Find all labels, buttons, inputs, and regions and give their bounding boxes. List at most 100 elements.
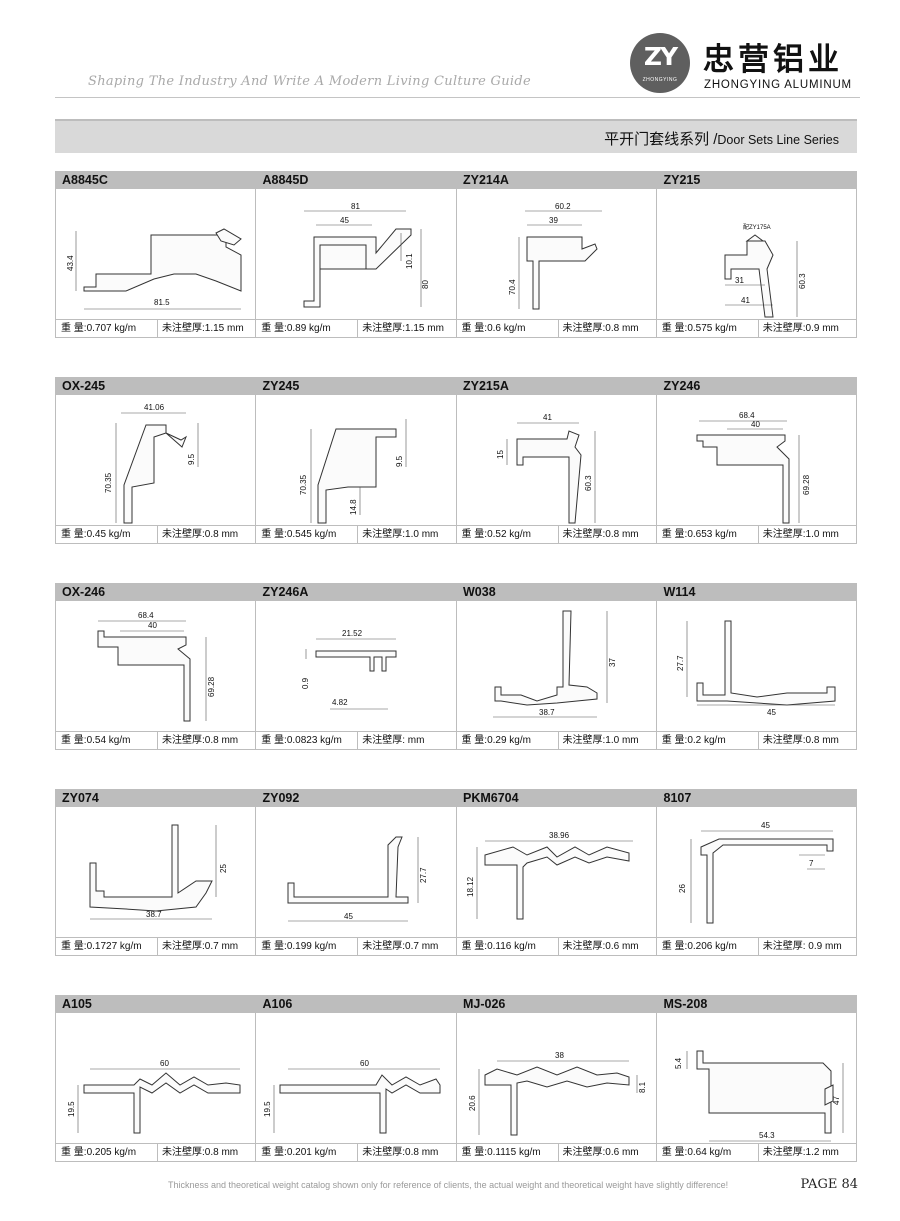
product-row-4: ZY074 ZY092 PKM6704 8107 25 38.7 27.7 45	[55, 789, 857, 956]
row-header: ZY074 ZY092 PKM6704 8107	[55, 789, 857, 807]
dim-label: 25	[219, 864, 228, 873]
profile-drawing-8107: 45 7 26	[678, 821, 834, 924]
product-code: 8107	[663, 791, 692, 805]
row-specs: 重 量:0.205 kg/m 未注壁厚:0.8 mm 重 量:0.201 kg/m…	[55, 1143, 857, 1162]
product-code: A8845C	[62, 173, 108, 187]
profile-drawing-ox-246: 68.4 40 69.28	[97, 611, 216, 722]
product-row-5: A105 A106 MJ-026 MS-208 60 19.5 60 19.5	[55, 995, 857, 1162]
profile-drawing-cell: 81 45 10.1 80	[256, 189, 457, 319]
weight-spec: 重 量:0.116 kg/m	[457, 938, 559, 955]
dim-label: 70.35	[104, 472, 113, 493]
row-drawings: 25 38.7 27.7 45 38.96 18.12	[55, 807, 857, 937]
weight-spec: 重 量:0.205 kg/m	[56, 1144, 158, 1161]
weight-spec: 重 量:0.45 kg/m	[56, 526, 158, 543]
profile-drawing-a8845d: 81 45 10.1 80	[303, 202, 430, 308]
profile-drawing-cell: 41.06 9.5 70.35	[56, 395, 257, 525]
dim-label: 60	[360, 1059, 369, 1068]
thickness-spec: 未注壁厚:0.6 mm	[562, 1147, 639, 1158]
dim-label: 38	[555, 1051, 564, 1060]
product-code: ZY246	[663, 379, 701, 393]
dim-label: 15	[496, 450, 505, 459]
product-code: W038	[463, 585, 496, 599]
weight-spec: 重 量:0.545 kg/m	[256, 526, 359, 543]
product-code: ZY246A	[262, 585, 309, 599]
weight-spec: 重 量:0.0823 kg/m	[256, 732, 359, 749]
dim-label: 81.5	[154, 298, 170, 307]
dim-label: 9.5	[395, 455, 404, 467]
dim-label: 45	[344, 912, 353, 921]
profile-drawing-cell: 38 8.1 20.6	[457, 1013, 657, 1143]
dim-label: 27.7	[676, 655, 685, 671]
dim-label: 45	[340, 216, 349, 225]
dim-label: 40	[751, 420, 760, 429]
product-code: OX-246	[62, 585, 106, 599]
weight-spec: 重 量:0.54 kg/m	[56, 732, 158, 749]
logo-mark: ZY	[643, 42, 678, 71]
thickness-spec: 未注壁厚:1.0 mm	[762, 529, 839, 540]
dim-label: 9.5	[187, 453, 196, 465]
product-code: ZY092	[262, 791, 300, 805]
brand-name-cn: 忠营铝业	[703, 42, 843, 78]
row-drawings: 43.4 81.5 81 45 10.1 80 60.2 39	[55, 189, 857, 319]
profile-drawing-cell: 配ZY175A 31 60.3 41	[657, 189, 857, 319]
series-title-cn: 平开门套线系列 /	[604, 131, 718, 148]
weight-spec: 重 量:0.575 kg/m	[657, 320, 759, 337]
dim-label: 69.28	[802, 474, 811, 495]
dim-label: 60.3	[584, 475, 593, 491]
profile-drawing-cell: 43.4 81.5	[56, 189, 257, 319]
product-code: PKM6704	[463, 791, 519, 805]
thickness-spec: 未注壁厚:0.8 mm	[362, 1147, 439, 1158]
profile-drawing-mj-026: 38 8.1 20.6	[468, 1051, 647, 1136]
dim-label: 配ZY175A	[743, 224, 771, 231]
row-header: A8845C A8845D ZY214A ZY215	[55, 171, 857, 189]
dim-label: 41	[741, 296, 750, 305]
profile-drawing-zy245: 9.5 70.35 14.8	[299, 419, 407, 524]
product-row-3: OX-246 ZY246A W038 W114 68.4 40 69.28 21…	[55, 583, 857, 750]
profile-drawing-zy246: 68.4 40 69.28	[696, 411, 811, 524]
weight-spec: 重 量:0.64 kg/m	[657, 1144, 759, 1161]
brand-name-en: ZHONGYING ALUMINUM	[704, 79, 852, 91]
dim-label: 60.2	[555, 202, 571, 211]
dim-label: 45	[767, 708, 776, 717]
dim-label: 27.7	[419, 867, 428, 883]
dim-label: 38.7	[146, 910, 162, 919]
dim-label: 38.7	[539, 708, 555, 717]
spec-cell: 重 量:0.205 kg/m 未注壁厚:0.8 mm	[56, 1144, 257, 1161]
weight-spec: 重 量:0.89 kg/m	[256, 320, 359, 337]
dim-label: 10.1	[405, 253, 414, 269]
logo-subtext: ZHONGYING	[642, 77, 678, 83]
dim-label: 69.28	[207, 676, 216, 697]
profile-drawing-cell: 27.7 45	[256, 807, 457, 937]
dim-label: 68.4	[138, 611, 154, 620]
row-header: OX-245 ZY245 ZY215A ZY246	[55, 377, 857, 395]
dim-label: 68.4	[739, 411, 755, 420]
weight-spec: 重 量:0.707 kg/m	[56, 320, 158, 337]
thickness-spec: 未注壁厚:0.8 mm	[562, 323, 639, 334]
profile-drawing-cell: 9.5 70.35 14.8	[256, 395, 457, 525]
series-title-en: Door Sets Line Series	[717, 133, 839, 147]
weight-spec: 重 量:0.6 kg/m	[457, 320, 559, 337]
thickness-spec: 未注壁厚:0.8 mm	[162, 1147, 239, 1158]
thickness-spec: 未注壁厚:1.2 mm	[762, 1147, 839, 1158]
profile-drawing-ox-245: 41.06 9.5 70.35	[104, 403, 199, 524]
product-row-2: OX-245 ZY245 ZY215A ZY246 41.06 9.5 70.3…	[55, 377, 857, 544]
profile-drawing-cell: 5.4 47 54.3	[657, 1013, 857, 1143]
product-row-1: A8845C A8845D ZY214A ZY215 43.4 81.5 81 …	[55, 171, 857, 338]
product-code: ZY215A	[463, 379, 509, 393]
dim-label: 47	[832, 1096, 841, 1105]
profile-drawing-cell: 68.4 40 69.28	[657, 395, 857, 525]
profile-drawing-zy246a: 21.52 0.9 4.82	[301, 629, 397, 710]
dim-label: 54.3	[759, 1131, 775, 1140]
